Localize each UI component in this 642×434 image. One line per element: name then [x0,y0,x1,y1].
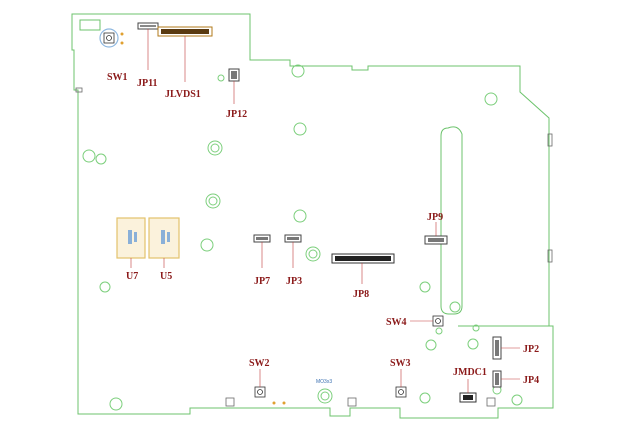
silkscreen-mark: MO3x3 [316,379,332,385]
connector-jp4 [492,370,520,388]
connector-jp8 [331,253,395,284]
switch-sw1 [99,28,124,48]
label-jp3: JP3 [286,276,302,287]
connector-jp7 [253,234,271,268]
label-sw1: SW1 [107,72,128,83]
label-jp2: JP2 [523,344,539,355]
board-slot [440,126,463,315]
connector-jlvds1 [157,26,213,82]
label-jp4: JP4 [523,375,539,386]
switch-sw2 [254,369,286,405]
edge-pads [75,87,553,407]
label-jp8: JP8 [353,289,369,300]
label-sw3: SW3 [390,358,411,369]
chip-u5 [148,217,180,268]
label-u5: U5 [160,271,172,282]
label-sw4: SW4 [386,317,407,328]
label-jp9: JP9 [427,212,443,223]
switch-sw3 [395,369,407,398]
label-jp12: JP12 [226,109,247,120]
label-jlvds1: JLVDS1 [165,89,201,100]
chip-u7 [116,217,146,268]
connector-jp12 [228,68,240,104]
connector-jp11 [137,22,159,70]
label-jp7: JP7 [254,276,270,287]
connector-jp2 [492,336,520,360]
label-u7: U7 [126,271,138,282]
connector-jp9 [424,222,448,245]
board-outline [71,13,554,419]
board-top-notch [79,19,101,31]
switch-sw4 [410,315,444,327]
connector-jp3 [284,234,302,268]
label-jmdc1: JMDC1 [453,367,487,378]
mounting-holes [82,64,523,411]
connector-jmdc1 [459,379,477,403]
label-jp11: JP11 [137,78,158,89]
label-sw2: SW2 [249,358,270,369]
